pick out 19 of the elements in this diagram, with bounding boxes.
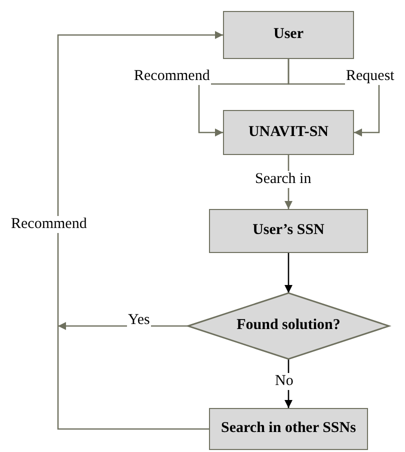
- process-box: [223, 110, 354, 155]
- edge-label: Recommend: [10, 216, 88, 232]
- node-label: User’s SSN: [252, 222, 324, 240]
- process-box: [209, 408, 368, 450]
- arrow: [58, 322, 188, 330]
- edge-label: Search in: [254, 171, 312, 188]
- node-label: Search in other SSNs: [221, 420, 356, 438]
- arrow: [57, 31, 223, 430]
- arrow: [284, 253, 292, 293]
- process-box: [223, 11, 354, 59]
- edge-label: Yes: [127, 312, 151, 328]
- edge-label: Request: [345, 68, 396, 84]
- process-box: [209, 209, 368, 253]
- arrow: [284, 359, 292, 408]
- node-label: User: [274, 26, 304, 44]
- edge-label: Recommend: [133, 68, 211, 84]
- edge-label: No: [274, 373, 294, 390]
- node-label: UNAVIT-SN: [248, 124, 329, 142]
- node-label: Found solution?: [236, 317, 340, 335]
